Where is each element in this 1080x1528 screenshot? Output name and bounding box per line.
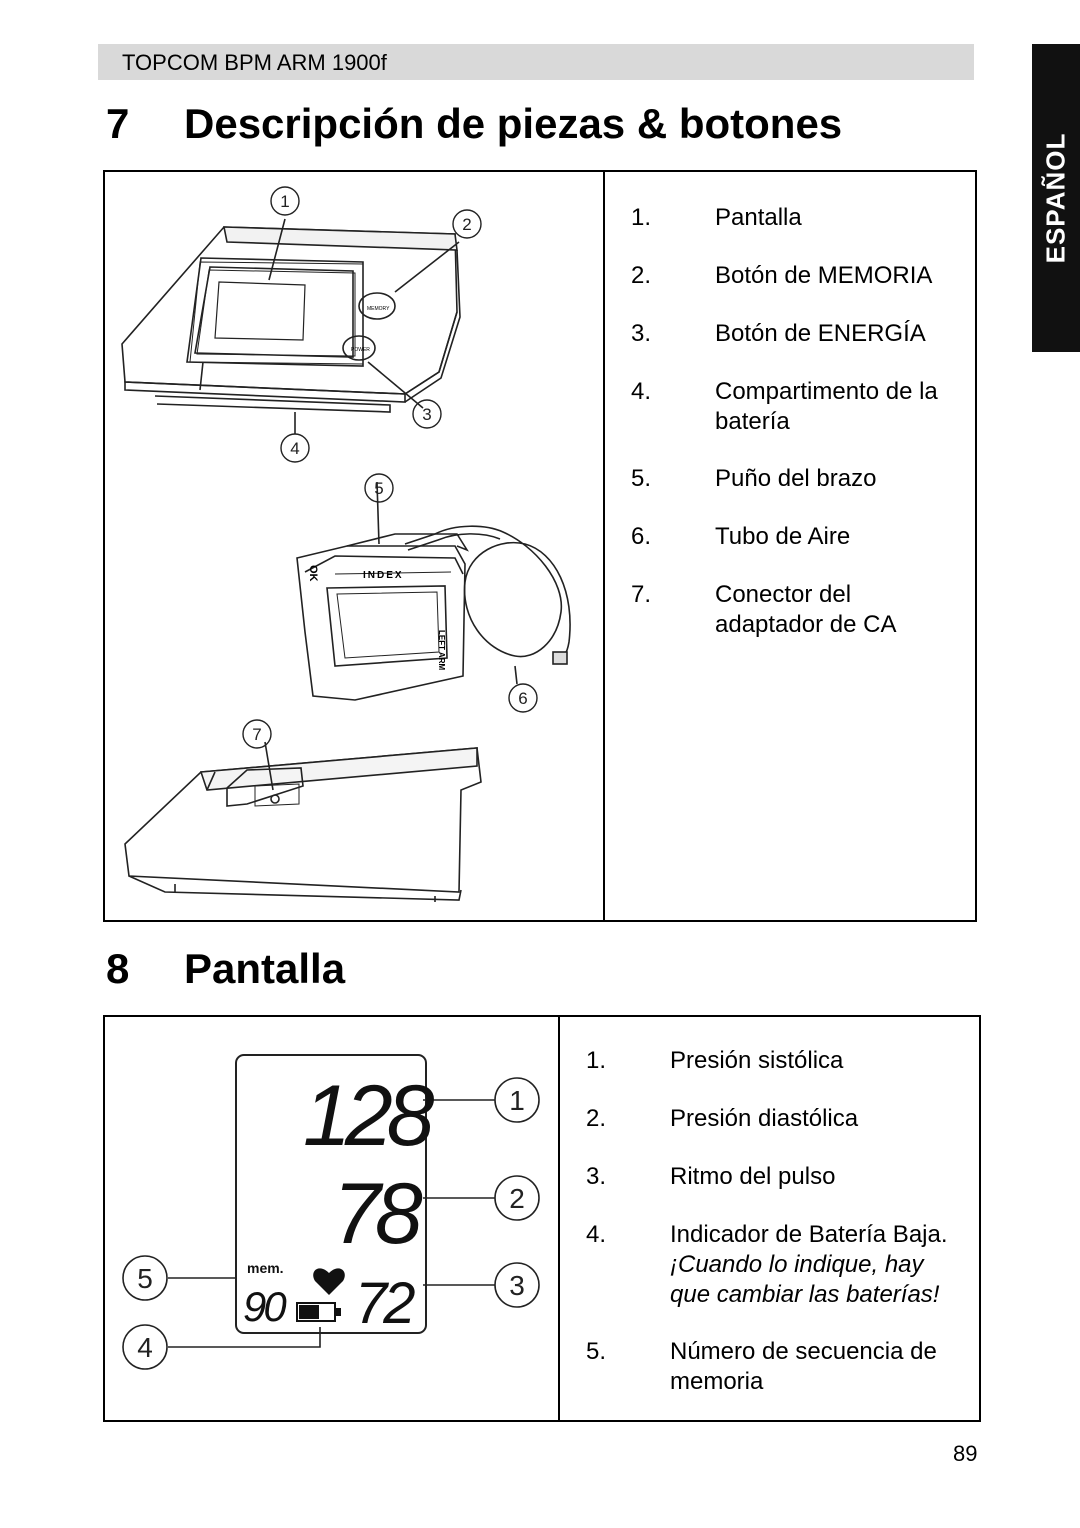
callout-1-number: 1 bbox=[280, 192, 289, 211]
pulse-value: 72 bbox=[355, 1271, 415, 1336]
list-item: 5. Puño del brazo bbox=[631, 464, 971, 494]
list-item: 4. Indicador de Batería Baja. ¡Cuando lo… bbox=[586, 1220, 966, 1310]
memory-button-label: MEMORY bbox=[367, 306, 390, 312]
language-tab: ESPAÑOL bbox=[1032, 44, 1080, 352]
item-number: 4. bbox=[631, 378, 652, 405]
cuff-index-label: INDEX bbox=[363, 570, 404, 581]
callout-7-circle bbox=[242, 719, 272, 749]
page-number: 89 bbox=[953, 1441, 978, 1466]
list-item: 5. Número de secuencia de memoria bbox=[586, 1337, 966, 1397]
callout-3-number: 3 bbox=[422, 405, 431, 424]
cuff-ok-label: OK bbox=[307, 565, 319, 582]
section-7-heading: 7 Descripción de piezas & botones bbox=[106, 100, 926, 152]
item-label-line-2: batería bbox=[715, 408, 790, 435]
item-label: Pantalla bbox=[715, 204, 802, 231]
item-number: 3. bbox=[586, 1163, 607, 1190]
display-table: 128 78 72 90 mem. 1 2 3 4 5 bbox=[103, 1015, 981, 1422]
callout-3-number: 3 bbox=[509, 1270, 525, 1301]
callout-5-circle bbox=[364, 473, 394, 503]
section-8-number: 8 bbox=[106, 945, 130, 992]
list-item: 1. Pantalla bbox=[631, 203, 971, 233]
battery-warning-line-1: ¡Cuando lo indique, hay bbox=[670, 1251, 924, 1278]
callout-1-number: 1 bbox=[509, 1085, 525, 1116]
parts-table: MEMORY POWER INDEX OK LEFT ARM 1 2 3 4 5… bbox=[103, 170, 977, 922]
item-number: 5. bbox=[631, 465, 652, 492]
callout-5-number: 5 bbox=[374, 479, 383, 498]
list-item: 6. Tubo de Aire bbox=[631, 522, 971, 552]
callout-2-circle bbox=[452, 209, 482, 239]
item-label-line-2: adaptador de CA bbox=[715, 611, 897, 638]
display-table-divider bbox=[558, 1017, 560, 1420]
cuff-left-arm-label: LEFT ARM bbox=[437, 630, 446, 670]
section-8-title: Pantalla bbox=[184, 945, 346, 992]
battery-warning-line-2: que cambiar las baterías! bbox=[670, 1281, 940, 1308]
list-item: 4. Compartimento de la batería bbox=[631, 377, 971, 437]
list-item: 2. Presión diastólica bbox=[586, 1104, 966, 1134]
item-number: 2. bbox=[586, 1105, 607, 1132]
item-label: Botón de MEMORIA bbox=[715, 262, 933, 289]
item-label: Conector del bbox=[715, 581, 852, 608]
callout-6-circle bbox=[508, 683, 538, 713]
callout-7-number: 7 bbox=[252, 725, 261, 744]
header-bar: TOPCOM BPM ARM 1900f bbox=[98, 44, 974, 80]
callout-6-number: 6 bbox=[518, 689, 527, 708]
item-number: 4. bbox=[586, 1221, 607, 1248]
list-item: 3. Ritmo del pulso bbox=[586, 1162, 966, 1192]
callout-2-number: 2 bbox=[509, 1183, 525, 1214]
memory-label: mem. bbox=[247, 1260, 284, 1276]
callout-4-number: 4 bbox=[137, 1332, 153, 1363]
section-8-heading: 8 Pantalla bbox=[106, 945, 506, 997]
item-label: Presión sistólica bbox=[670, 1047, 844, 1074]
list-item: 2. Botón de MEMORIA bbox=[631, 261, 971, 291]
parts-table-divider bbox=[603, 172, 605, 920]
language-label: ESPAÑOL bbox=[1040, 132, 1071, 264]
callout-4-number: 4 bbox=[290, 439, 299, 458]
heart-icon bbox=[313, 1268, 345, 1295]
list-item: 1. Presión sistólica bbox=[586, 1046, 966, 1076]
item-number: 1. bbox=[586, 1047, 607, 1074]
item-number: 5. bbox=[586, 1338, 607, 1365]
systolic-value: 128 bbox=[303, 1068, 435, 1164]
device-illustration: MEMORY POWER INDEX OK LEFT ARM 1 2 3 4 5… bbox=[121, 186, 571, 902]
callout-4-circle bbox=[280, 433, 310, 463]
item-label: Compartimento de la bbox=[715, 378, 938, 405]
callout-2-circle bbox=[494, 1175, 540, 1221]
callout-5-circle bbox=[122, 1255, 168, 1301]
item-label: Puño del brazo bbox=[715, 465, 877, 492]
item-number: 2. bbox=[631, 262, 652, 289]
item-number: 3. bbox=[631, 320, 652, 347]
item-label: Número de secuencia de bbox=[670, 1338, 937, 1365]
item-number: 6. bbox=[631, 523, 652, 550]
callout-5-number: 5 bbox=[137, 1263, 153, 1294]
list-item: 3. Botón de ENERGÍA bbox=[631, 319, 971, 349]
callout-4-circle bbox=[122, 1324, 168, 1370]
item-label: Presión diastólica bbox=[670, 1105, 859, 1132]
diastolic-value: 78 bbox=[333, 1166, 423, 1262]
section-7-number: 7 bbox=[106, 100, 130, 147]
callout-3-circle bbox=[412, 399, 442, 429]
list-item: 7. Conector del adaptador de CA bbox=[631, 580, 971, 640]
item-label-line-2: memoria bbox=[670, 1368, 764, 1395]
section-7-title: Descripción de piezas & botones bbox=[184, 100, 843, 147]
power-button-label: POWER bbox=[351, 347, 370, 353]
lcd-display-illustration: 128 78 72 90 mem. 1 2 3 4 5 bbox=[122, 1054, 540, 1370]
item-label: Botón de ENERGÍA bbox=[715, 320, 926, 347]
battery-icon bbox=[296, 1302, 341, 1322]
item-label: Indicador de Batería Baja. bbox=[670, 1221, 948, 1248]
callout-1-circle bbox=[270, 186, 300, 216]
item-label: Tubo de Aire bbox=[715, 523, 851, 550]
product-name: TOPCOM BPM ARM 1900f bbox=[122, 50, 387, 75]
callout-3-circle bbox=[494, 1262, 540, 1308]
item-number: 1. bbox=[631, 204, 652, 231]
item-label: Ritmo del pulso bbox=[670, 1163, 836, 1190]
item-number: 7. bbox=[631, 581, 652, 608]
lcd-frame bbox=[235, 1054, 427, 1334]
callout-2-number: 2 bbox=[462, 215, 471, 234]
callout-1-circle bbox=[494, 1077, 540, 1123]
memory-number-value: 90 bbox=[243, 1283, 287, 1330]
